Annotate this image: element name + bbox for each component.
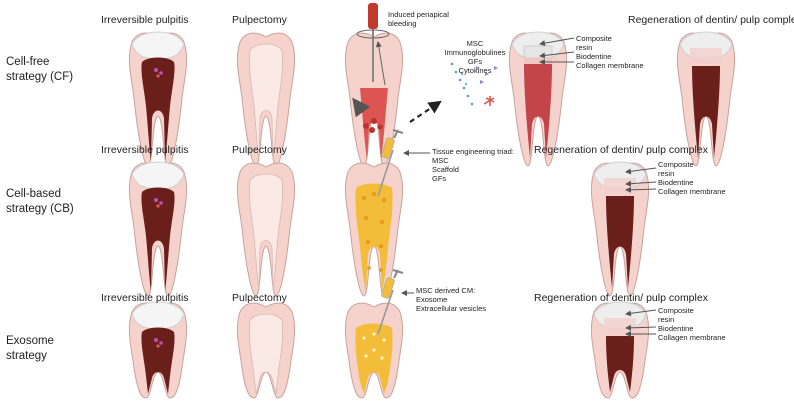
tooth-regenerated-cf xyxy=(676,31,736,167)
col-header-regeneration-cb: Regeneration of dentin/ pulp complex xyxy=(534,144,708,156)
layer-labels-cf: Composite resin Biodentine Collagen memb… xyxy=(576,34,644,70)
tooth-pulpectomy-cb xyxy=(236,162,296,297)
tooth-treated-cb xyxy=(590,161,650,297)
row-label-ex-line1: Exosome xyxy=(6,335,54,347)
col-header-pulpectomy-cf: Pulpectomy xyxy=(232,14,287,26)
row-label-cb-line2: strategy (CB) xyxy=(6,202,74,215)
factor-item: MSC xyxy=(466,39,484,48)
factor-item: GFs xyxy=(467,57,483,66)
row-label-ex: Exosome strategy xyxy=(6,334,54,364)
row-label-cf: Cell-free strategy (CF) xyxy=(6,55,73,85)
tooth-exosome-ex xyxy=(344,302,404,399)
syringe-icon-ex xyxy=(377,269,404,335)
tooth-treated-ex xyxy=(590,301,650,399)
injection-note: GFs xyxy=(432,174,447,183)
layer-label-resin: resin xyxy=(576,43,593,52)
injection-note: Exosome xyxy=(416,295,448,304)
injection-notes-cb: Tissue engineering triad: MSC Scaffold G… xyxy=(432,147,514,183)
tooth-pulpectomy-cf xyxy=(236,32,296,167)
layer-label-composite: Composite xyxy=(658,160,694,169)
injection-note: MSC derived CM: xyxy=(416,286,476,295)
layer-label-resin: resin xyxy=(658,169,675,178)
layer-label-biodentine: Biodentine xyxy=(658,324,694,333)
tooth-pulpitis-cf xyxy=(128,31,188,167)
row-label-cf-line1: Cell-free xyxy=(6,56,50,68)
layer-label-composite: Composite xyxy=(658,306,694,315)
injection-note: MSC xyxy=(432,156,449,165)
blood-cells xyxy=(363,118,383,133)
row-label-cf-line2: strategy (CF) xyxy=(6,70,74,83)
layer-label-biodentine: Biodentine xyxy=(576,52,612,61)
tooth-scaffold-cb xyxy=(344,162,404,297)
injection-note: Extracellular vesicles xyxy=(416,304,487,313)
layer-labels-cb: Composite resin Biodentine Collagen memb… xyxy=(658,160,726,196)
row-label-cb-line1: Cell-based xyxy=(6,188,61,200)
tooth-treated-cf xyxy=(508,31,568,167)
layer-label-resin: resin xyxy=(658,315,675,324)
col-header-pulpitis-ex: Irreversible pulpitis xyxy=(101,292,189,304)
factor-item: Immunoglobulines xyxy=(444,48,506,57)
bleeding-label: Induced periapical bleeding xyxy=(388,10,449,28)
injection-note: Tissue engineering triad: xyxy=(432,147,514,156)
syringe-icon-cb xyxy=(377,129,404,197)
bleeding-label-line1: Induced periapical xyxy=(388,10,449,19)
layer-label-collagen: Collagen membrane xyxy=(658,187,726,196)
layer-label-collagen: Collagen membrane xyxy=(658,333,726,342)
row-label-cb: Cell-based strategy (CB) xyxy=(6,187,74,217)
tooth-pulpitis-ex xyxy=(128,301,188,399)
arrow-out-left xyxy=(352,97,371,118)
layer-label-composite: Composite xyxy=(576,34,612,43)
injection-notes-ex: MSC derived CM: Exosome Extracellular ve… xyxy=(416,286,486,313)
row-label-ex-line2: strategy xyxy=(6,349,47,362)
growth-factor-particles xyxy=(450,62,498,106)
factor-list: MSC Immunoglobulines GFs Cytokines xyxy=(440,39,510,75)
bleeding-label-line2: bleeding xyxy=(388,19,417,28)
layer-label-collagen: Collagen membrane xyxy=(576,61,644,70)
col-header-pulpectomy-ex: Pulpectomy xyxy=(232,292,287,304)
col-header-pulpitis-cf: Irreversible pulpitis xyxy=(101,14,189,26)
tooth-pulpitis-cb xyxy=(128,161,188,297)
injection-note: Scaffold xyxy=(432,165,459,174)
col-header-regeneration-cf: Regeneration of dentin/ pulp complex xyxy=(628,14,794,26)
endodontic-file-icon xyxy=(356,3,390,86)
factor-item: Cytokines xyxy=(458,66,492,75)
arrow-to-factors xyxy=(409,100,442,123)
col-header-regeneration-ex: Regeneration of dentin/ pulp complex xyxy=(534,292,708,304)
col-header-pulpectomy-cb: Pulpectomy xyxy=(232,144,287,156)
col-header-pulpitis-cb: Irreversible pulpitis xyxy=(101,144,189,156)
tooth-pulpectomy-ex xyxy=(236,302,296,399)
layer-labels-ex: Composite resin Biodentine Collagen memb… xyxy=(658,306,726,342)
layer-label-biodentine: Biodentine xyxy=(658,178,694,187)
